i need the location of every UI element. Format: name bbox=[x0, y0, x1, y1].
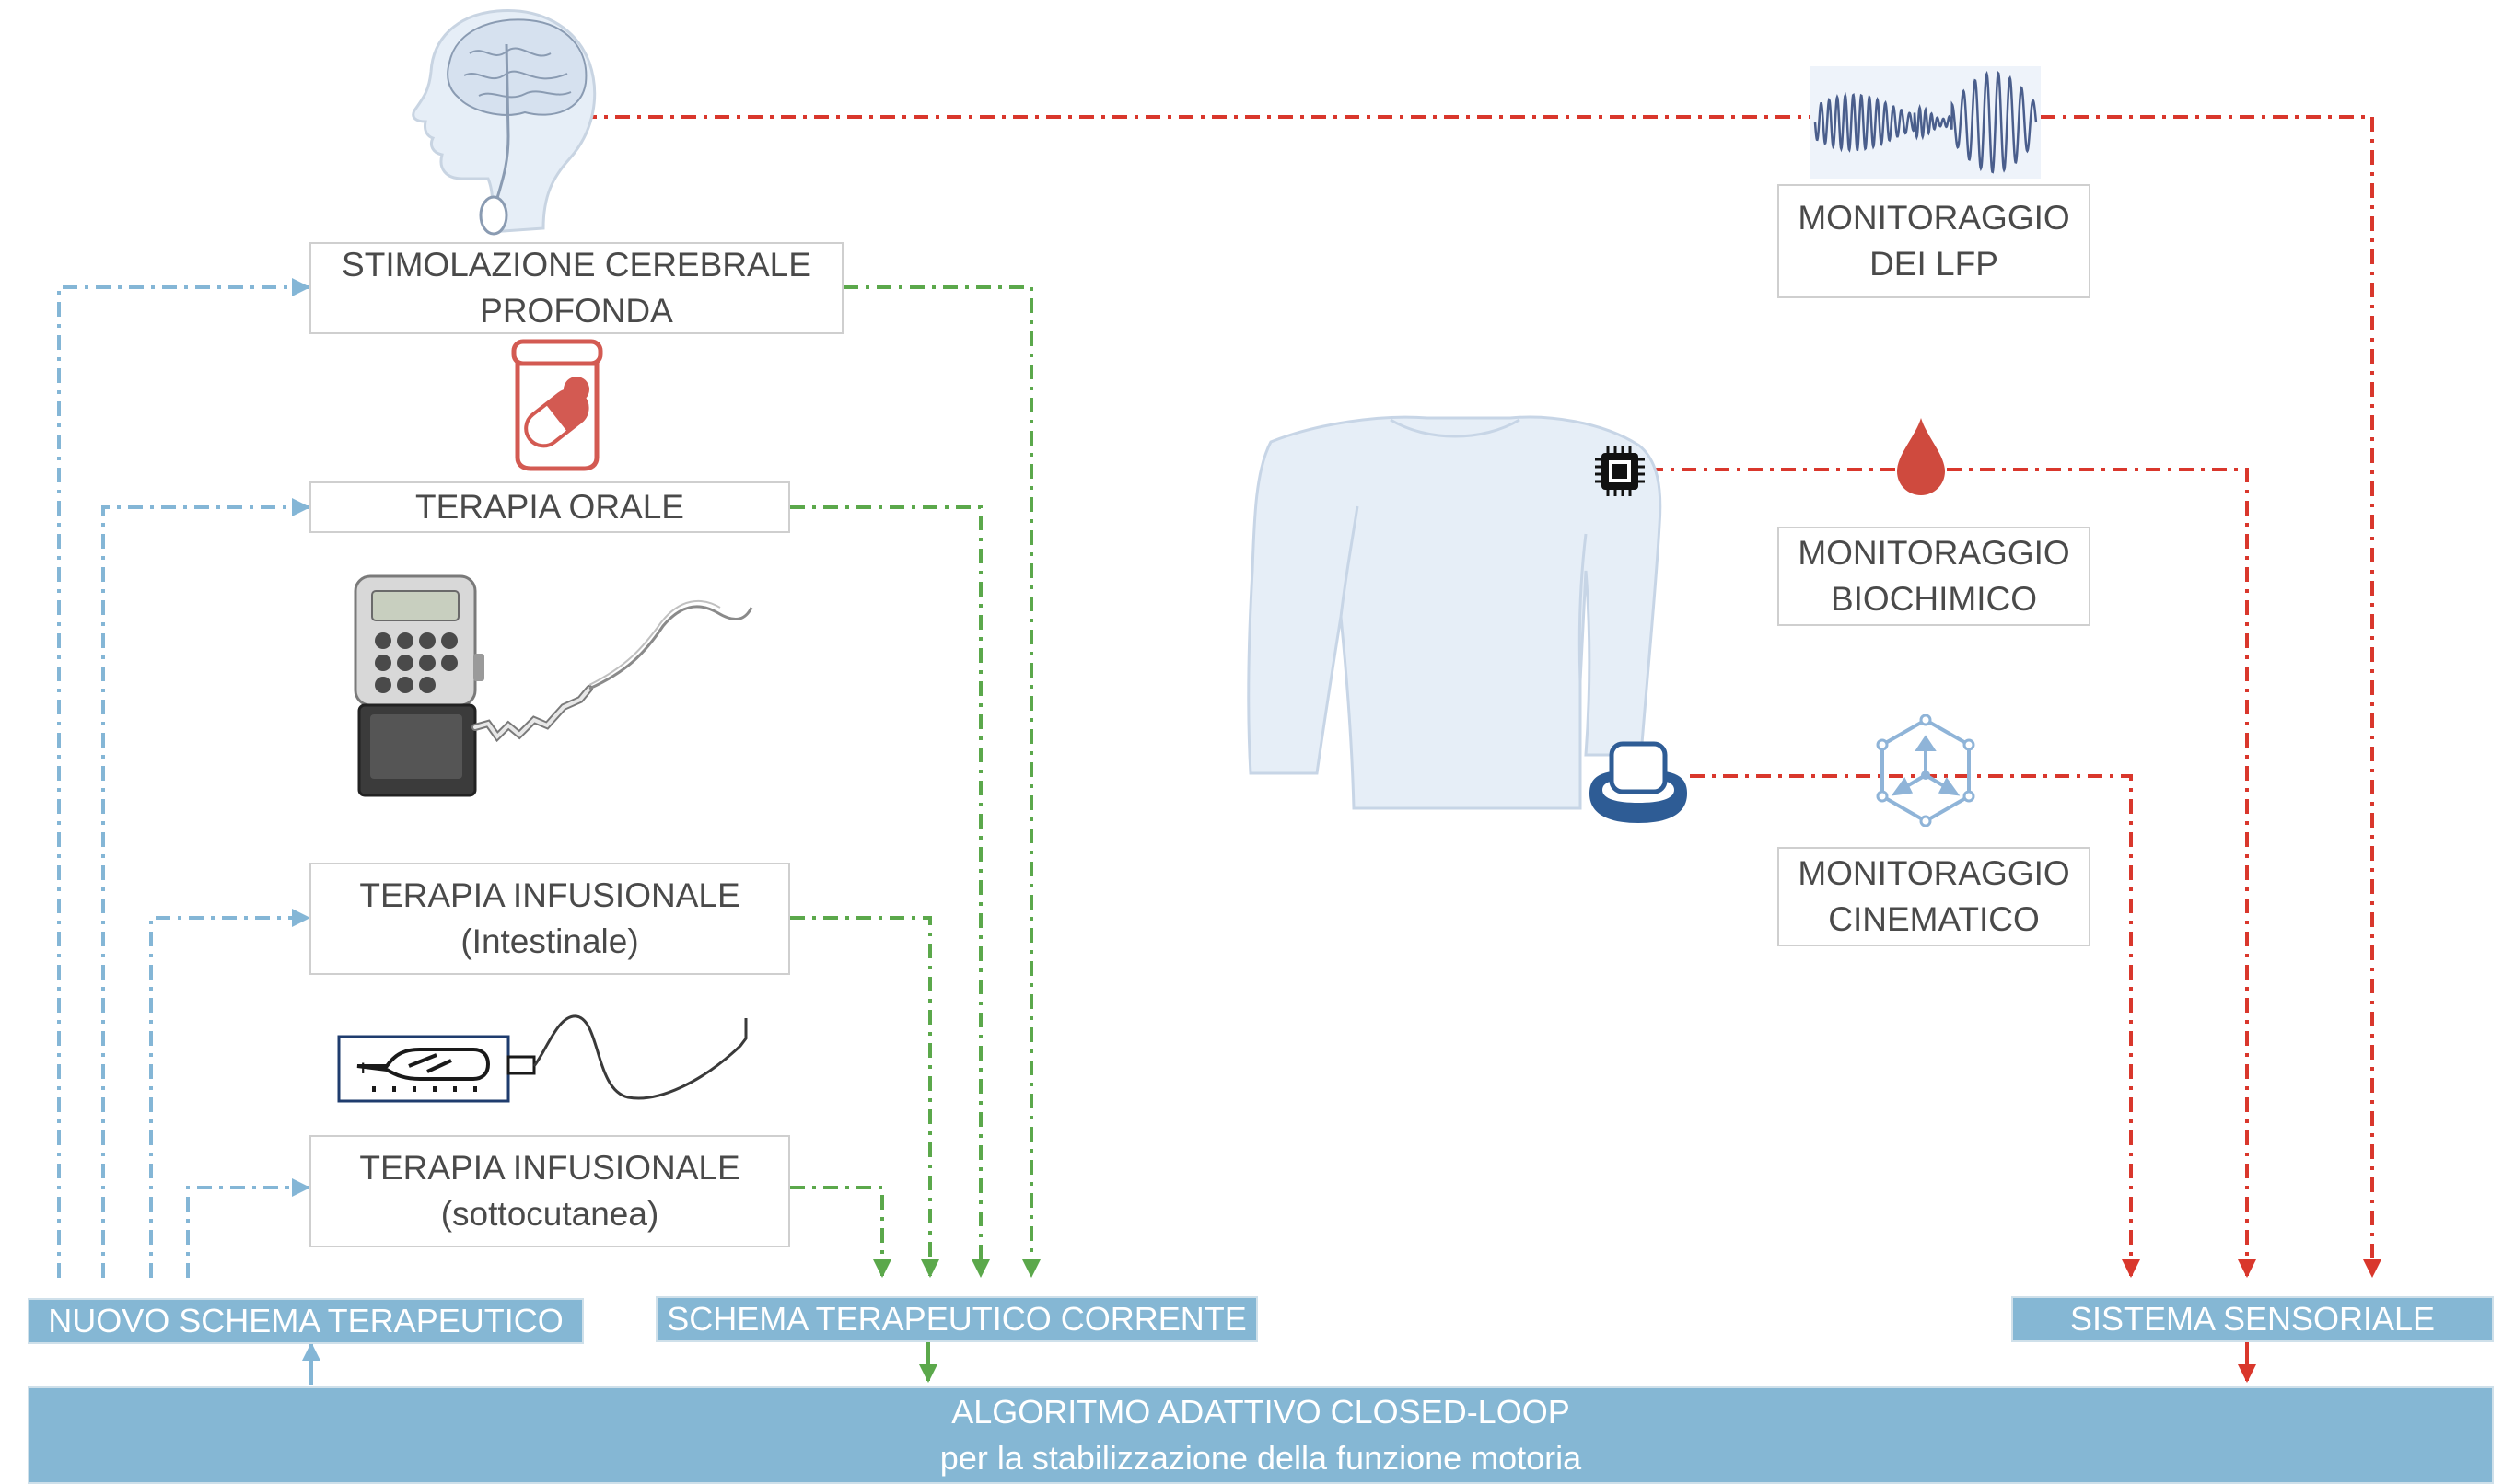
sensor-system-label: SISTEMA SENSORIALE bbox=[2069, 1300, 2436, 1338]
feedback-line-dbs bbox=[57, 278, 310, 1278]
therapy-line-intestinal bbox=[790, 916, 939, 1278]
intestinal-infusion-box: TERAPIA INFUSIONALE (Intestinale) bbox=[309, 863, 790, 975]
dbs-therapy-box: STIMOLAZIONE CEREBRALE PROFONDA bbox=[309, 242, 844, 334]
head-with-brain-implant-icon bbox=[412, 8, 597, 236]
oral-therapy-box: TERAPIA ORALE bbox=[309, 481, 790, 533]
therapy-line-oral bbox=[790, 505, 990, 1278]
dbs-therapy-line2: PROFONDA bbox=[480, 292, 673, 330]
subcutaneous-infusion-line1: TERAPIA INFUSIONALE bbox=[359, 1149, 740, 1187]
sensor-lines bbox=[582, 115, 2381, 1278]
kinematic-monitoring-line2: CINEMATICO bbox=[1828, 900, 2040, 938]
svg-text:i: i bbox=[361, 1061, 365, 1077]
3d-axes-icon bbox=[1876, 714, 1975, 827]
therapy-line-dbs bbox=[844, 285, 1041, 1278]
new-therapeutic-scheme-label: NUOVO SCHEMA TERAPEUTICO bbox=[48, 1302, 564, 1339]
biochemical-monitoring-line2: BIOCHIMICO bbox=[1830, 580, 2038, 618]
pill-jar-icon bbox=[511, 339, 603, 471]
subcutaneous-pump-icon: i bbox=[337, 1014, 748, 1103]
new-therapeutic-scheme-bar: NUOVO SCHEMA TERAPEUTICO bbox=[28, 1298, 584, 1344]
algorithm-title: ALGORITMO ADATTIVO CLOSED-LOOP bbox=[951, 1393, 1570, 1431]
biochemical-monitoring-line1: MONITORAGGIO bbox=[1798, 534, 2070, 572]
sensor-system-bar: SISTEMA SENSORIALE bbox=[2011, 1296, 2494, 1342]
kinematic-monitoring-box: MONITORAGGIO CINEMATICO bbox=[1777, 847, 2090, 946]
feedback-line-subcutaneous bbox=[186, 1178, 310, 1278]
current-therapeutic-scheme-label: SCHEMA TERAPEUTICO CORRENTE bbox=[667, 1300, 1247, 1338]
lfp-monitoring-box: MONITORAGGIO DEI LFP bbox=[1777, 184, 2090, 298]
lfp-waveform-icon bbox=[1810, 66, 2041, 179]
feedback-lines bbox=[57, 278, 310, 1278]
dbs-therapy-line1: STIMOLAZIONE CEREBRALE bbox=[342, 246, 811, 284]
patient-torso-icon bbox=[1247, 415, 1662, 810]
lfp-monitoring-line1: MONITORAGGIO bbox=[1798, 199, 2070, 237]
biosensor-chip-icon bbox=[1595, 446, 1645, 496]
current-therapeutic-scheme-bar: SCHEMA TERAPEUTICO CORRENTE bbox=[656, 1296, 1258, 1342]
intestinal-infusion-line2: (Intestinale) bbox=[460, 922, 639, 960]
feedback-line-oral bbox=[101, 498, 310, 1278]
sensor-line-kinematic bbox=[1690, 774, 2140, 1278]
wrist-sensor-icon bbox=[1589, 741, 1687, 823]
feedback-line-intestinal bbox=[149, 909, 310, 1278]
blood-drop-icon bbox=[1897, 418, 1945, 495]
therapy-line-subcutaneous bbox=[790, 1186, 891, 1278]
algorithm-subtitle: per la stabilizzazione della funzione mo… bbox=[939, 1439, 1582, 1477]
subcutaneous-infusion-box: TERAPIA INFUSIONALE (sottocutanea) bbox=[309, 1135, 790, 1247]
therapy-lines bbox=[790, 285, 1041, 1278]
intestinal-infusion-line1: TERAPIA INFUSIONALE bbox=[359, 876, 740, 914]
infusion-pump-icon bbox=[354, 574, 753, 797]
kinematic-monitoring-line1: MONITORAGGIO bbox=[1798, 854, 2070, 892]
sensor-line-lfp bbox=[582, 115, 2381, 1278]
lfp-monitoring-line2: DEI LFP bbox=[1869, 245, 1998, 283]
sensor-line-biochemical bbox=[1648, 468, 2256, 1278]
biochemical-monitoring-box: MONITORAGGIO BIOCHIMICO bbox=[1777, 527, 2090, 626]
subcutaneous-infusion-line2: (sottocutanea) bbox=[440, 1195, 659, 1233]
closed-loop-algorithm-bar: ALGORITMO ADATTIVO CLOSED-LOOP per la st… bbox=[28, 1386, 2494, 1484]
oral-therapy-label: TERAPIA ORALE bbox=[415, 488, 684, 526]
